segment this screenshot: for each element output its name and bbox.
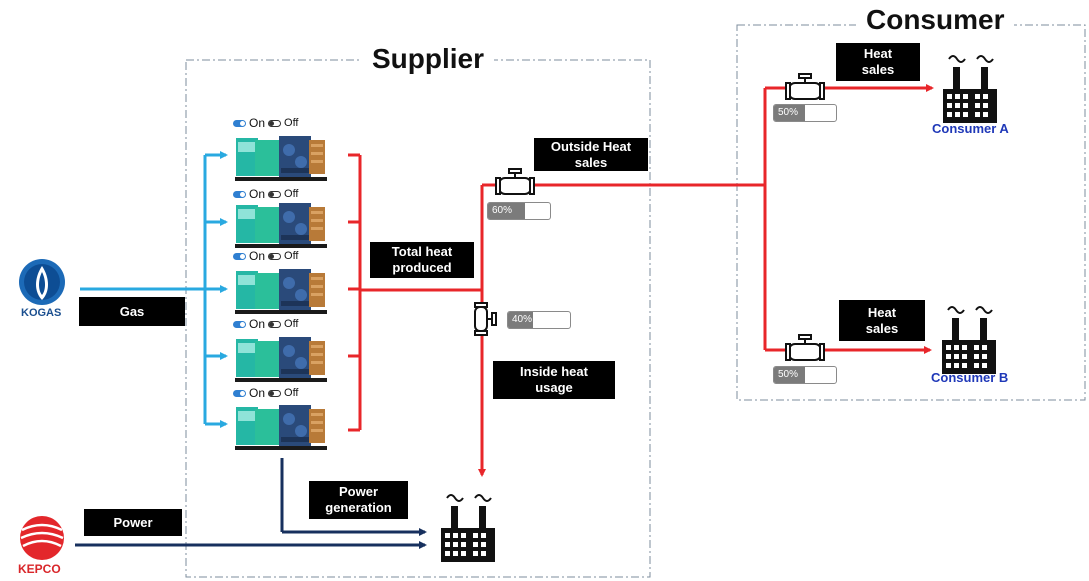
power-lines	[75, 458, 427, 549]
gauge-fill	[774, 367, 805, 383]
gauge-fill	[488, 203, 526, 219]
toggle-on-icon	[233, 119, 246, 127]
generator-icon	[235, 136, 327, 181]
valve-icon	[785, 73, 825, 100]
consumer-b-valve-gauge[interactable]: 50%	[773, 366, 837, 384]
toggle-off-icon	[268, 252, 282, 260]
gauge-fill	[508, 312, 533, 328]
generator-icon	[235, 405, 327, 450]
toggle-on-icon	[233, 190, 246, 198]
generator-2-toggle[interactable]: On Off	[233, 187, 299, 201]
factory-icon	[440, 494, 496, 563]
generator-icon	[235, 269, 327, 314]
toggle-off-icon	[268, 389, 282, 397]
toggle-on-icon	[233, 252, 246, 260]
generator-icon	[235, 337, 327, 382]
consumer-a-valve-gauge[interactable]: 50%	[773, 104, 837, 122]
inside-valve-gauge[interactable]: 40%	[507, 311, 571, 329]
generator-3-toggle[interactable]: On Off	[233, 249, 299, 263]
kepco-label: KEPCO	[18, 562, 61, 576]
valve-icon	[474, 302, 497, 336]
generator-5-toggle[interactable]: On Off	[233, 386, 299, 400]
factory-icon	[941, 306, 997, 375]
factory-icon	[942, 55, 998, 124]
valve-icon	[785, 334, 825, 361]
power-label: Power	[84, 509, 182, 536]
generator-icon	[235, 203, 327, 248]
generator-1-toggle[interactable]: On Off	[233, 116, 299, 130]
gauge-fill	[774, 105, 805, 121]
kogas-label: KOGAS	[21, 307, 62, 319]
consumer-a-name: Consumer A	[932, 121, 1009, 136]
toggle-on-icon	[233, 320, 246, 328]
supplier-title: Supplier	[362, 43, 495, 75]
toggle-on-icon	[233, 389, 246, 397]
generator-4-toggle[interactable]: On Off	[233, 317, 299, 331]
valve-icon	[495, 168, 535, 195]
toggle-off-icon	[268, 119, 282, 127]
gas-lines	[80, 151, 228, 428]
consumer-b-name: Consumer B	[931, 370, 1009, 385]
consumer-region-border	[736, 24, 1086, 401]
kepco-logo	[20, 516, 64, 560]
kogas-logo	[19, 259, 65, 305]
toggle-off-icon	[268, 190, 282, 198]
gas-label: Gas	[79, 297, 185, 326]
consumer-title: Consumer	[856, 4, 1015, 36]
toggle-off-icon	[268, 320, 282, 328]
outside-valve-gauge[interactable]: 60%	[487, 202, 551, 220]
